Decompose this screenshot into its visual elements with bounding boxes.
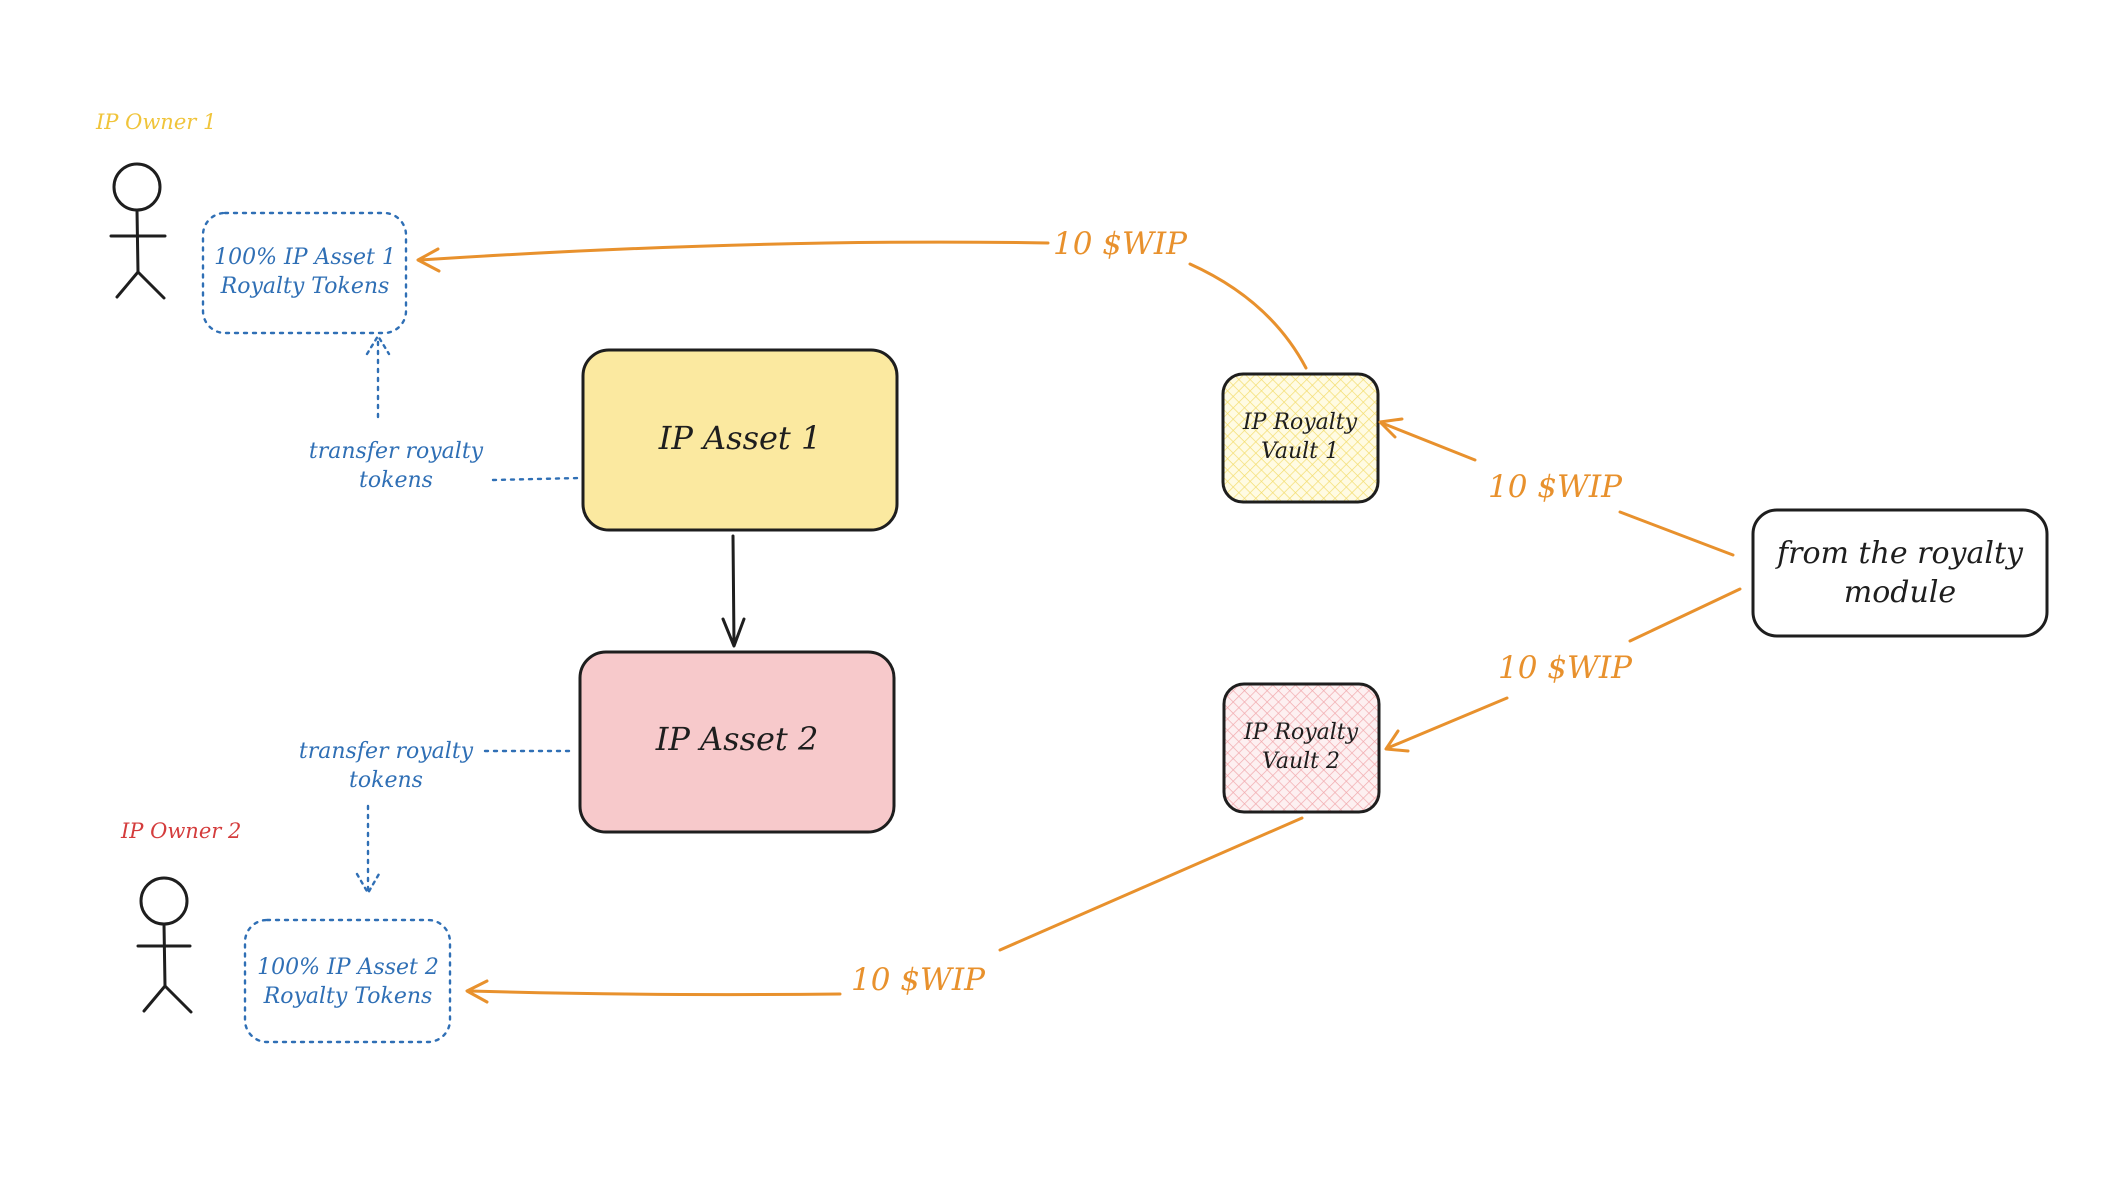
flow-module-to-vault2-head [1384, 729, 1410, 753]
flow-label-module-to-vault1: 10 $WIP [1488, 469, 1623, 505]
transfer-label-2-line2: tokens [349, 768, 423, 793]
royalty-vault-2-box [1222, 682, 1381, 814]
transfer-arrow-1-head [365, 333, 391, 356]
royalty-tokens-box-1 [201, 211, 408, 335]
transfer-label-1-line1: transfer royalty [309, 439, 484, 464]
royalty-module-line1: from the royalty [1775, 536, 2024, 571]
owner2-label: IP Owner 2 [120, 819, 241, 843]
flow-module-to-vault1-line [1380, 421, 1477, 462]
royalty-tokens-1-line1: 100% IP Asset 1 [214, 245, 396, 270]
flow-vault2-to-tokens2-line [468, 989, 842, 997]
derivative-arrow [731, 534, 736, 646]
derivative-arrow-head [721, 617, 746, 648]
royalty-tokens-2-line2: Royalty Tokens [263, 984, 433, 1009]
ip-asset-2-label: IP Asset 2 [655, 720, 819, 758]
ip-asset-1-label: IP Asset 1 [658, 419, 822, 457]
transfer-label-2-line1: transfer royalty [299, 739, 474, 764]
transfer-connector-1 [491, 476, 582, 482]
flow-module-to-vault1-head [1378, 417, 1404, 439]
ip-asset-1-box [581, 348, 899, 532]
flow-module-to-vault1-tail [1618, 510, 1735, 557]
royalty-vault-1-box [1221, 372, 1380, 504]
flow-label-vault1-to-tokens1: 10 $WIP [1053, 226, 1188, 262]
flow-label-module-to-vault2: 10 $WIP [1498, 650, 1633, 686]
flow-module-to-vault2-tail [1628, 587, 1742, 643]
owner1-stick-figure-icon [109, 162, 167, 300]
transfer-label-1-line2: tokens [359, 468, 433, 493]
ip-asset-2-box [578, 650, 896, 834]
flow-label-vault2-to-tokens2: 10 $WIP [851, 962, 986, 998]
royalty-module-line2: module [1844, 575, 1956, 610]
flow-vault2-to-tokens2-head [465, 979, 489, 1004]
flow-vault1-to-tokens1-head [416, 247, 441, 273]
owner2-stick-figure-icon [136, 876, 193, 1014]
royalty-tokens-2-line1: 100% IP Asset 2 [257, 955, 439, 980]
royalty-tokens-box-2 [243, 918, 452, 1044]
transfer-arrow-2-head [355, 872, 381, 896]
royalty-module-box [1751, 508, 2049, 638]
royalty-vault-1-line1: IP Royalty [1242, 410, 1358, 435]
royalty-vault-1-line2: Vault 1 [1261, 439, 1339, 464]
royalty-tokens-1-line2: Royalty Tokens [220, 274, 390, 299]
flow-module-to-vault2-line [1388, 696, 1509, 749]
owner1-label: IP Owner 1 [95, 110, 216, 134]
flow-vault2-to-tokens2-tail [998, 816, 1304, 952]
flow-vault1-to-tokens1-line [418, 240, 1050, 262]
royalty-vault-2-line1: IP Royalty [1243, 720, 1359, 745]
flow-vault1-to-tokens1-tail [1188, 262, 1308, 370]
royalty-vault-2-line2: Vault 2 [1262, 749, 1340, 774]
